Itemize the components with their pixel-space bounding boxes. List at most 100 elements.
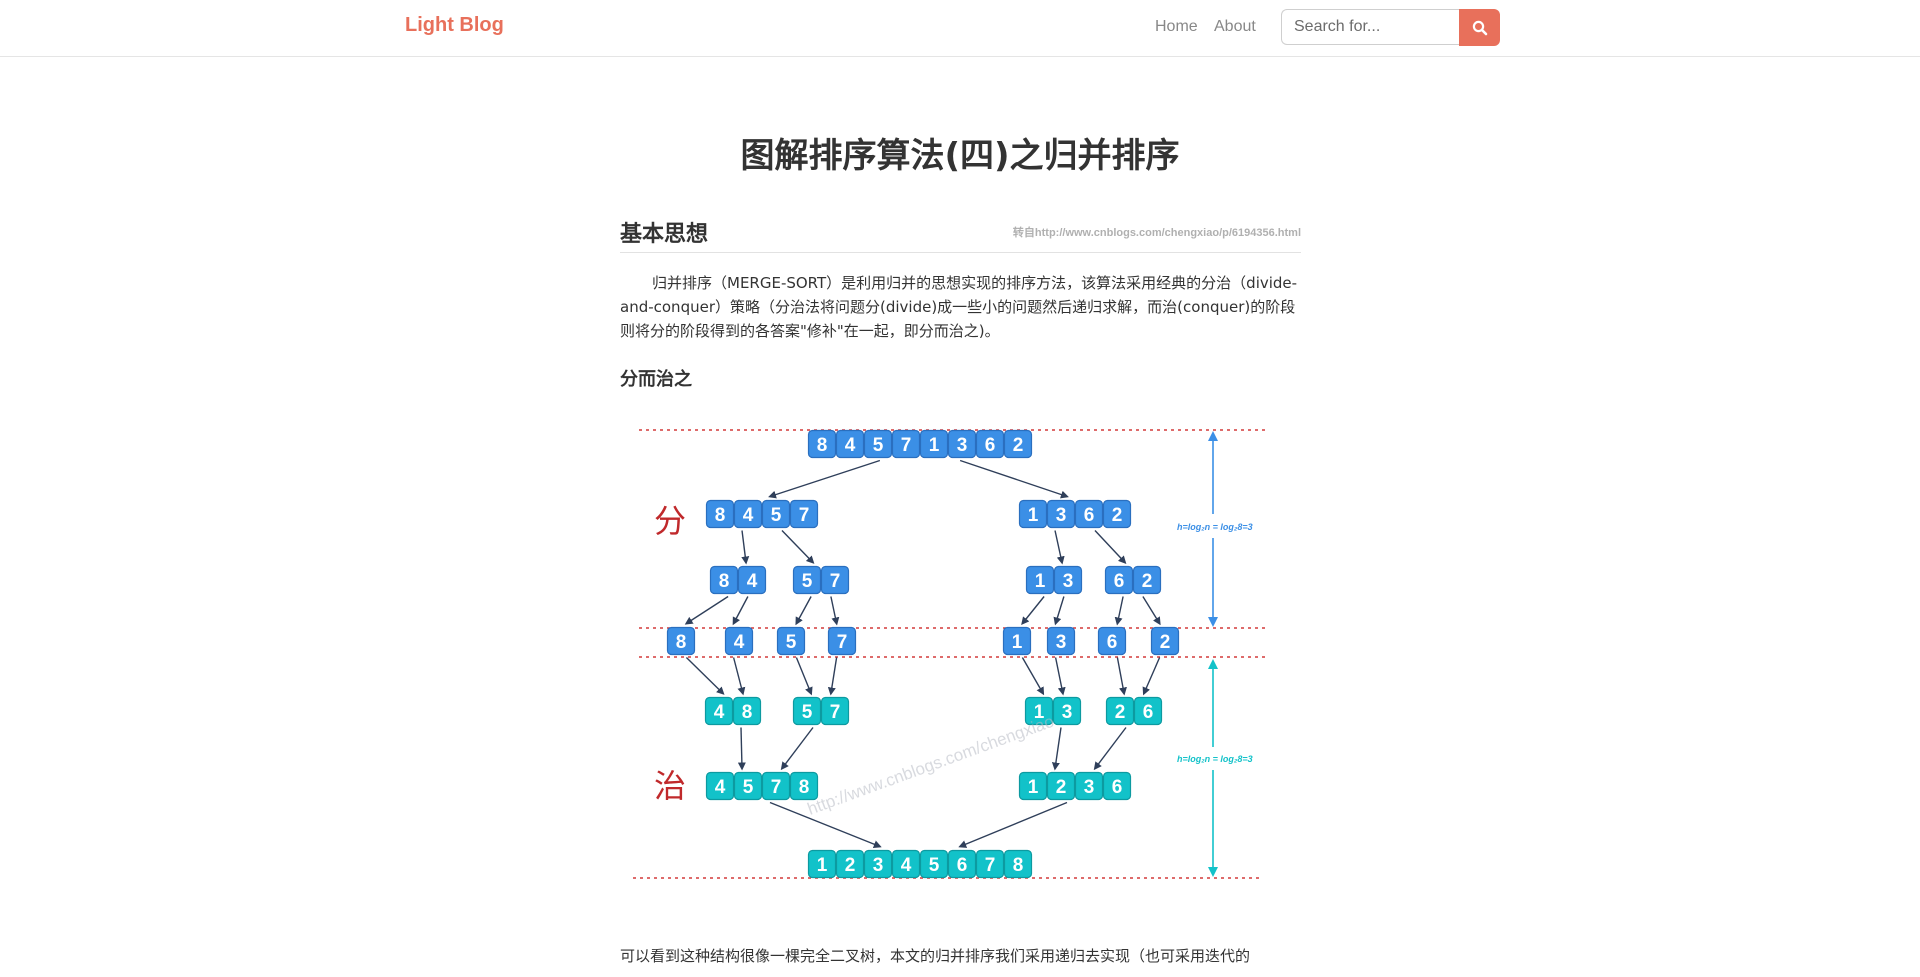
number-box-value: 3 — [1084, 777, 1095, 798]
number-box-value: 5 — [786, 632, 797, 653]
number-box — [1052, 696, 1082, 726]
number-box-value: 4 — [901, 855, 912, 876]
top-navbar: Light Blog Home About — [0, 0, 1920, 57]
number-box — [1018, 499, 1048, 529]
number-box-value: 7 — [799, 505, 810, 526]
number-box-value: 5 — [929, 855, 940, 876]
flow-arrow — [1094, 530, 1127, 564]
number-box — [820, 696, 850, 726]
flow-arrow — [768, 459, 881, 499]
section-header: 基本思想 转自http://www.cnblogs.com/chengxiao/… — [620, 212, 1301, 253]
brand-logo-link[interactable]: Light Blog — [405, 14, 504, 36]
flow-arrow — [780, 727, 814, 771]
number-box-value: 2 — [1056, 777, 1067, 798]
flow-arrow — [795, 596, 812, 626]
number-box-value: 6 — [957, 855, 968, 876]
number-box-value: 2 — [845, 855, 856, 876]
flow-arrow — [781, 530, 815, 564]
number-box-value: 6 — [1107, 632, 1118, 653]
search-icon — [1472, 20, 1487, 35]
number-box-value: 6 — [1112, 777, 1123, 798]
number-box-value: 3 — [1056, 632, 1067, 653]
flow-arrow — [769, 801, 882, 848]
flow-arrow — [1021, 657, 1045, 696]
number-box-value: 3 — [957, 435, 968, 456]
flow-arrow — [959, 459, 1069, 499]
flow-arrow — [741, 530, 750, 565]
number-box-value: 8 — [719, 571, 730, 592]
number-box — [1102, 499, 1132, 529]
number-box — [863, 429, 893, 459]
flow-arrow — [795, 657, 813, 696]
number-box — [975, 429, 1005, 459]
number-box-value: 7 — [771, 777, 782, 798]
flow-arrow — [685, 657, 725, 695]
number-box — [891, 429, 921, 459]
number-box — [732, 696, 762, 726]
number-box — [733, 499, 763, 529]
number-box — [807, 849, 837, 879]
number-box-value: 4 — [743, 505, 754, 526]
flow-arrow — [732, 596, 749, 626]
number-box-value: 3 — [873, 855, 884, 876]
number-box — [1074, 771, 1104, 801]
number-box — [1150, 626, 1180, 656]
number-box-value: 2 — [1115, 702, 1126, 723]
flow-arrow — [958, 801, 1068, 848]
number-box — [666, 626, 696, 656]
number-box — [1105, 696, 1135, 726]
number-box — [1002, 626, 1032, 656]
number-box — [776, 626, 806, 656]
divide-phase-label: 分 — [654, 502, 686, 540]
number-box — [1097, 626, 1127, 656]
flow-arrow — [1114, 596, 1124, 626]
flow-arrow — [830, 596, 840, 626]
number-box — [1003, 849, 1033, 879]
number-box-value: 7 — [830, 702, 841, 723]
nav-link-about[interactable]: About — [1214, 18, 1256, 35]
number-box-value: 8 — [1013, 855, 1024, 876]
number-box-value: 2 — [1160, 632, 1171, 653]
number-box-value: 6 — [1114, 571, 1125, 592]
number-box — [789, 771, 819, 801]
number-box-value: 5 — [873, 435, 884, 456]
number-box — [827, 626, 857, 656]
number-box-value: 7 — [985, 855, 996, 876]
number-box — [705, 771, 735, 801]
sub-section-title: 分而治之 — [620, 369, 692, 390]
number-box-value: 8 — [715, 505, 726, 526]
number-box — [1074, 499, 1104, 529]
number-box-value: 8 — [799, 777, 810, 798]
flow-arrow — [1021, 596, 1045, 626]
number-box-value: 1 — [1034, 702, 1045, 723]
number-box — [1018, 771, 1048, 801]
number-box-value: 4 — [714, 702, 725, 723]
flow-arrow — [1054, 530, 1065, 565]
number-box — [705, 499, 735, 529]
search-input[interactable] — [1281, 9, 1459, 45]
number-box-value: 4 — [715, 777, 726, 798]
number-box — [919, 849, 949, 879]
number-box — [724, 626, 754, 656]
number-box — [1025, 565, 1055, 595]
number-box-value: 3 — [1062, 702, 1073, 723]
flow-arrow — [1116, 657, 1127, 696]
number-box — [1132, 565, 1162, 595]
bottom-paragraph: 可以看到这种结构很像一棵完全二叉树，本文的归并排序我们采用递归去实现（也可采用迭… — [620, 947, 1251, 965]
number-box-value: 4 — [845, 435, 856, 456]
search-button[interactable] — [1459, 9, 1500, 46]
flow-arrow — [1053, 596, 1065, 626]
intro-paragraph: 归并排序（MERGE-SORT）是利用归并的思想实现的排序方法，该算法采用经典的… — [620, 274, 1298, 340]
number-box-value: 4 — [747, 571, 758, 592]
number-box-value: 5 — [743, 777, 754, 798]
number-box — [1053, 565, 1083, 595]
number-box-value: 7 — [830, 571, 841, 592]
number-box-value: 8 — [676, 632, 687, 653]
number-box-value: 3 — [1056, 505, 1067, 526]
nav-link-home[interactable]: Home — [1155, 18, 1198, 35]
number-box-value: 8 — [817, 435, 828, 456]
number-box-value: 2 — [1112, 505, 1123, 526]
flow-arrow — [1054, 657, 1066, 696]
